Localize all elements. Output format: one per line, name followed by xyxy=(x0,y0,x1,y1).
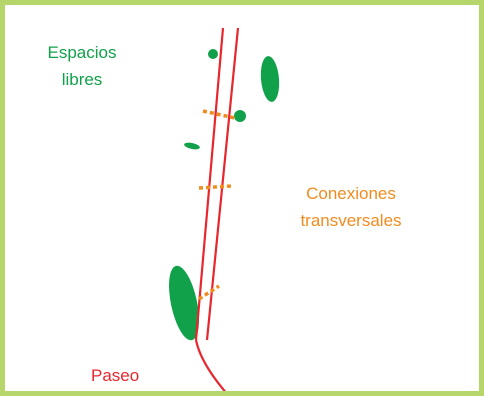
green-space-shape xyxy=(234,110,246,122)
connections-label-line-1: Conexiones xyxy=(306,184,396,203)
connections-label: Conexiones transversales xyxy=(279,180,423,234)
connection-dash xyxy=(202,109,236,120)
connection-dash xyxy=(198,284,220,301)
road-line-east xyxy=(205,27,240,341)
green-spaces-label-line-1: Espacios xyxy=(47,43,117,62)
road-line-west xyxy=(194,27,225,341)
green-spaces-label-line-2: libres xyxy=(61,70,103,89)
urban-plan-diagram xyxy=(169,27,280,391)
green-space-shape xyxy=(184,142,200,150)
connections-label-line-2: transversales xyxy=(300,211,402,230)
connection-dash xyxy=(198,184,233,190)
road-label: Paseo xyxy=(91,366,140,385)
green-space-shape xyxy=(208,49,218,59)
green-spaces-label: Espacios libres xyxy=(43,39,121,93)
green-space-shape xyxy=(260,56,280,102)
road-line-south xyxy=(194,339,227,391)
green-space-shape xyxy=(169,265,199,341)
